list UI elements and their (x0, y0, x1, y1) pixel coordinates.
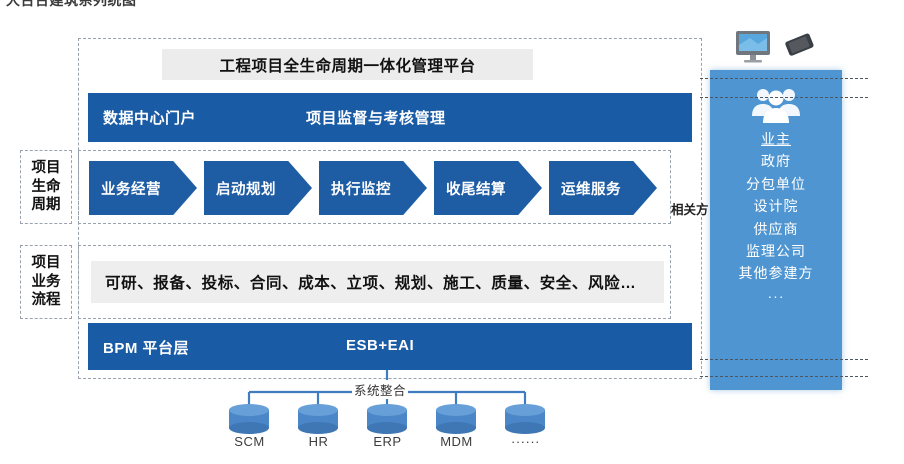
data-center-portal-bar: 数据中心门户 项目监督与考核管理 (88, 93, 692, 142)
stakeholder-item-5[interactable]: 供应商 (753, 220, 799, 237)
lifecycle-stage-1[interactable]: 业务经营 (89, 161, 197, 215)
bpm-left-label: BPM 平台层 (103, 340, 190, 357)
people-group-icon (752, 89, 800, 123)
page-caption: 大台台建筑系列统图 (6, 0, 137, 8)
side-label-business-process: 项目 业务 流程 (20, 245, 72, 319)
lifecycle-stage-4[interactable]: 收尾结算 (434, 161, 542, 215)
stakeholder-list: 业主 政府 分包单位 设计院 供应商 监理公司 其他参建方 ··· (710, 131, 842, 304)
lifecycle-stage-3[interactable]: 执行监控 (319, 161, 427, 215)
stakeholder-item-1[interactable]: 业主 (761, 131, 791, 147)
lifecycle-stage-1-label: 业务经营 (101, 181, 161, 198)
portal-supervision-label: 项目监督与考核管理 (306, 110, 446, 127)
side-label-lifecycle: 项目 生命 周期 (20, 150, 72, 224)
lifecycle-row: 业务经营 启动规划 执行监控 收尾结算 运维服务 (78, 150, 671, 224)
database-label-more: ······ (511, 434, 540, 449)
connector-dash-top-1 (700, 78, 868, 79)
systems-integration-tree (215, 370, 565, 445)
database-label-scm: SCM (234, 434, 265, 449)
bpm-platform-bar: BPM 平台层 ESB+EAI (88, 323, 692, 370)
lifecycle-stage-4-label: 收尾结算 (446, 181, 506, 198)
stakeholder-item-3[interactable]: 分包单位 (746, 175, 806, 192)
desktop-monitor-icon (736, 31, 770, 63)
database-label-mdm: MDM (440, 434, 473, 449)
database-cylinder-4 (436, 404, 476, 434)
stakeholder-connector-label: 相关方 (671, 203, 709, 217)
stakeholder-panel: 业主 政府 分包单位 设计院 供应商 监理公司 其他参建方 ··· (710, 70, 842, 390)
connector-dash-bottom-1 (700, 359, 868, 360)
database-cylinder-1 (229, 404, 269, 434)
stakeholder-item-4[interactable]: 设计院 (753, 198, 799, 215)
mobile-phone-icon (785, 33, 814, 56)
database-labels: SCM HR ERP MDM ······ (215, 434, 560, 449)
lifecycle-stage-3-label: 执行监控 (331, 181, 391, 198)
database-cylinder-2 (298, 404, 338, 434)
people-group-icon-wrap (710, 86, 842, 124)
stakeholder-item-6[interactable]: 监理公司 (746, 242, 806, 259)
esb-eai-label: ESB+EAI (346, 337, 415, 354)
device-icons-group (730, 28, 825, 68)
lifecycle-stage-5[interactable]: 运维服务 (549, 161, 657, 215)
database-label-erp: ERP (373, 434, 402, 449)
connector-dash-bottom-2 (700, 376, 868, 377)
database-label-hr: HR (308, 434, 329, 449)
process-label-line-3: 流程 (31, 292, 61, 309)
lifecycle-label-line-1: 项目 (31, 160, 61, 177)
database-cylinder-5 (505, 404, 545, 434)
lifecycle-stage-2[interactable]: 启动规划 (204, 161, 312, 215)
database-cylinder-3 (367, 404, 407, 434)
page-title: 工程项目全生命周期一体化管理平台 (162, 49, 533, 80)
lifecycle-label-line-2: 生命 (31, 178, 61, 195)
lifecycle-label-line-3: 周期 (31, 197, 61, 214)
stakeholder-item-7[interactable]: 其他参建方 (738, 265, 814, 282)
business-process-row: 可研、报备、投标、合同、成本、立项、规划、施工、质量、安全、风险… (78, 245, 671, 319)
lifecycle-stage-5-label: 运维服务 (561, 181, 621, 198)
lifecycle-chevron-track: 业务经营 启动规划 执行监控 收尾结算 运维服务 (89, 161, 657, 215)
systems-integration-label: 系统整合 (352, 380, 409, 399)
stakeholder-item-2[interactable]: 政府 (761, 153, 791, 170)
portal-left-label: 数据中心门户 (103, 110, 197, 127)
connector-dash-top-2 (700, 97, 868, 98)
lifecycle-stage-2-label: 启动规划 (216, 181, 276, 198)
stakeholder-item-8: ··· (767, 287, 785, 304)
process-label-line-1: 项目 (31, 255, 61, 272)
process-label-line-2: 业务 (31, 273, 61, 290)
business-process-items: 可研、报备、投标、合同、成本、立项、规划、施工、质量、安全、风险… (91, 261, 664, 303)
